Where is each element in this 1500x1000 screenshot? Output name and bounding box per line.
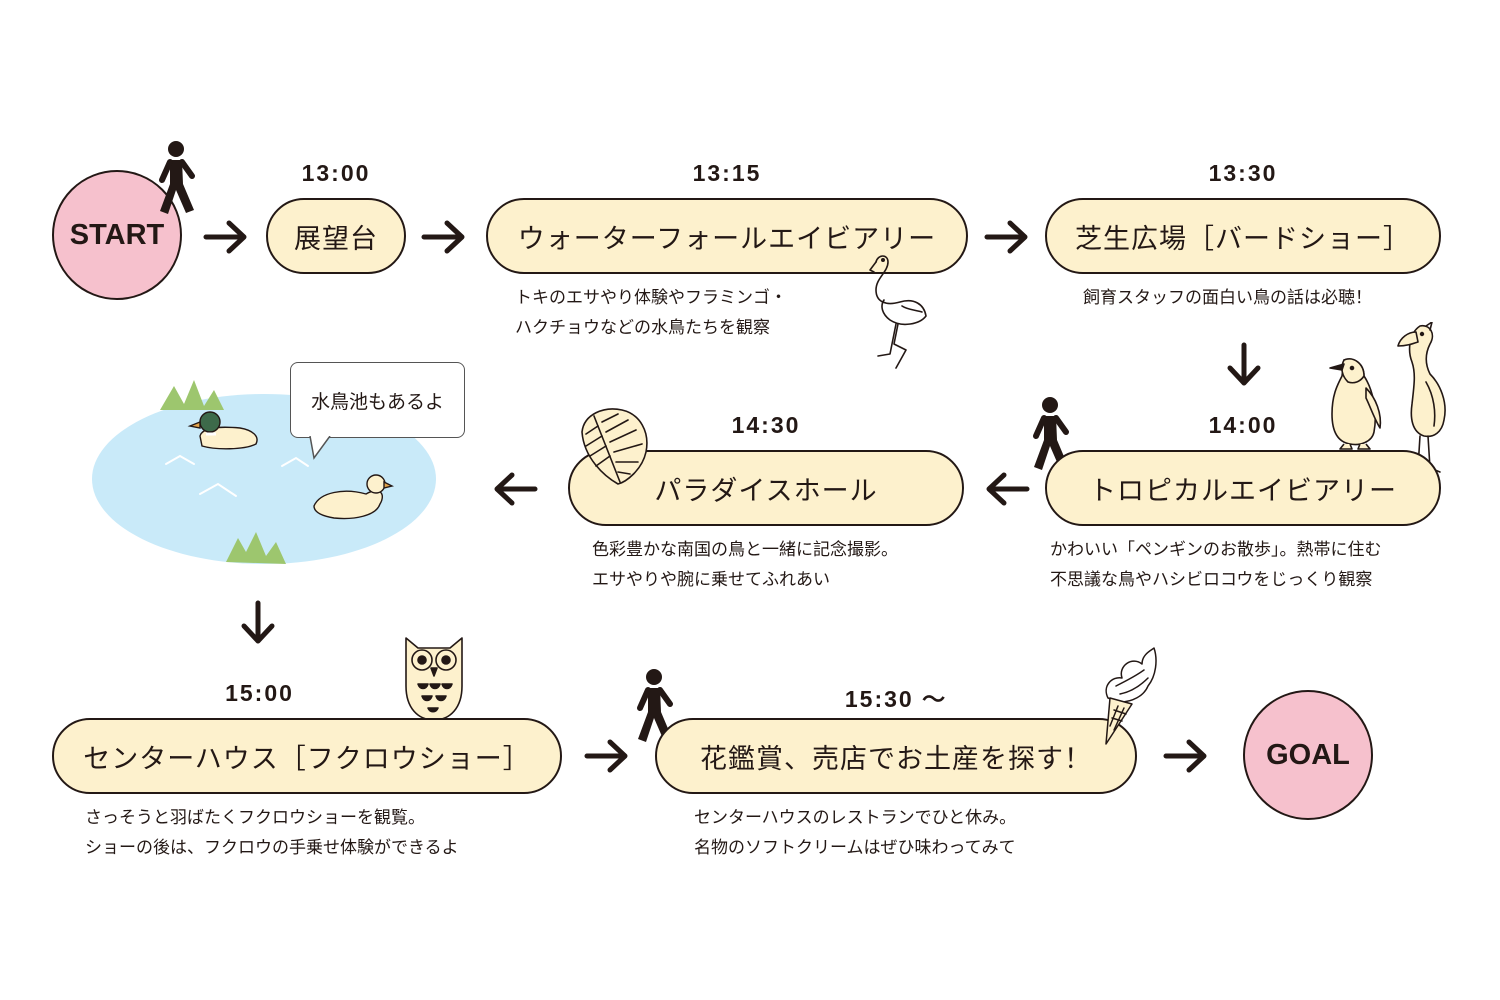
walking-person-icon <box>159 141 195 214</box>
step-description: かわいい「ペンギンのお散歩」。熱帯に住む 不思議な鳥やハシビロコウをじっくり観察 <box>1050 535 1382 595</box>
speech-bubble: 水鳥池もあるよ <box>290 362 465 438</box>
step-time: 15:00 <box>225 680 294 706</box>
owl-icon <box>405 637 463 721</box>
step-time: 14:00 <box>1208 412 1278 438</box>
step-description: トキのエサやり体験やフラミンゴ・ ハクチョウなどの水鳥たちを観察 <box>515 283 787 343</box>
arrow-right-icon <box>1163 739 1207 773</box>
start-label: START <box>69 218 165 251</box>
step-tropical-aviary: トロピカルエイビアリー <box>1045 450 1441 526</box>
desc-line: 飼育スタッフの面白い鳥の話は必聴！ <box>1083 288 1372 308</box>
arrow-right-icon <box>203 220 247 254</box>
penguin-icon <box>1329 358 1382 450</box>
step-lawn-bird-show: 芝生広場［バードショー］ <box>1045 198 1441 274</box>
start-circle: START <box>52 170 182 300</box>
step-time: 13:00 <box>301 160 371 186</box>
desc-line: ハクチョウなどの水鳥たちを観察 <box>515 318 770 338</box>
step-description: さっそうと羽ばたくフクロウショーを観覧。 ショーの後は、フクロウの手乗せ体験がで… <box>85 803 459 863</box>
step-center-house-owl-show: センターハウス［フクロウショー］ <box>52 718 562 794</box>
arrow-right-icon <box>584 739 628 773</box>
desc-line: ショーの後は、フクロウの手乗せ体験ができるよ <box>85 838 459 858</box>
soft-cream-icon <box>1105 647 1157 745</box>
desc-line: かわいい「ペンギンのお散歩」。熱帯に住む <box>1050 540 1382 560</box>
step-time: 15:30 ～ <box>844 686 948 712</box>
step-description: 色彩豊かな南国の鳥と一緒に記念撮影。 エサやりや腕に乗せてふれあい <box>592 535 898 595</box>
step-title: 展望台 <box>294 223 378 255</box>
step-description: 飼育スタッフの面白い鳥の話は必聴！ <box>1083 283 1372 313</box>
step-time: 13:30 <box>1208 160 1278 186</box>
step-flowers-and-shop: 花鑑賞、売店でお土産を探す！ <box>655 718 1137 794</box>
walking-person-icon <box>637 669 673 742</box>
pond-bubble-text: 水鳥池もあるよ <box>310 390 444 413</box>
arrow-down-icon <box>1227 342 1261 386</box>
arrow-left-icon <box>986 472 1030 506</box>
step-title: トロピカルエイビアリー <box>1089 475 1397 507</box>
step-description: センターハウスのレストランでひと休み。 名物のソフトクリームはぜひ味わってみて <box>694 803 1016 863</box>
goal-label: GOAL <box>1266 738 1350 771</box>
step-title: ウォーターフォールエイビアリー <box>517 223 937 255</box>
step-observatory: 展望台 <box>266 198 406 274</box>
mallard-duck-icon <box>187 411 258 450</box>
desc-line: センターハウスのレストランでひと休み。 <box>694 808 1017 828</box>
white-duck-icon <box>313 474 395 520</box>
desc-line: さっそうと羽ばたくフクロウショーを観覧。 <box>85 808 425 828</box>
desc-line: トキのエサやり体験やフラミンゴ・ <box>515 288 787 308</box>
step-title: 花鑑賞、売店でお土産を探す！ <box>700 743 1092 775</box>
step-title: センターハウス［フクロウショー］ <box>83 743 531 775</box>
step-paradise-hall: パラダイスホール <box>568 450 964 526</box>
step-time: 14:30 <box>731 412 801 438</box>
desc-line: エサやりや腕に乗せてふれあい <box>592 570 830 590</box>
bubble-tail <box>309 436 331 460</box>
desc-line: 色彩豊かな南国の鳥と一緒に記念撮影。 <box>592 540 898 560</box>
arrow-down-icon <box>241 600 275 644</box>
step-title: 芝生広場［バードショー］ <box>1075 223 1411 255</box>
step-time: 13:15 <box>692 160 762 186</box>
desc-line: 不思議な鳥やハシビロコウをじっくり観察 <box>1050 570 1373 590</box>
arrow-left-icon <box>494 472 538 506</box>
leaf-icon <box>581 408 648 485</box>
goal-circle: GOAL <box>1243 690 1373 820</box>
desc-line: 名物のソフトクリームはぜひ味わってみて <box>694 838 1016 858</box>
arrow-right-icon <box>421 220 465 254</box>
step-title: パラダイスホール <box>654 475 878 507</box>
arrow-right-icon <box>984 220 1028 254</box>
flamingo-icon <box>869 255 927 369</box>
